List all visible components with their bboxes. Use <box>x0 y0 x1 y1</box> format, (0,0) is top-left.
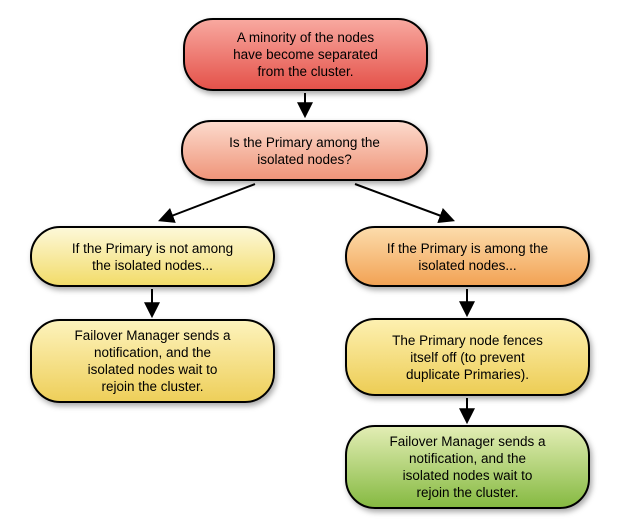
node-failover-notification-left-text: Failover Manager sends a notification, a… <box>74 328 231 394</box>
node-failover-notification-left: Failover Manager sends a notification, a… <box>30 319 275 403</box>
node-minority-separated-text: A minority of the nodes have become sepa… <box>233 30 378 79</box>
node-primary-among-text: If the Primary is among the isolated nod… <box>386 240 549 273</box>
node-primary-not-among-text: If the Primary is not among the isolated… <box>71 240 234 273</box>
node-primary-fences-itself-text: The Primary node fences itself off (to p… <box>392 332 543 382</box>
node-minority-separated: A minority of the nodes have become sepa… <box>183 18 428 91</box>
node-primary-fences-itself: The Primary node fences itself off (to p… <box>345 318 590 396</box>
arrow-question-to-among <box>354 183 456 224</box>
node-primary-among-question: Is the Primary among the isolated nodes? <box>181 120 428 181</box>
arrow-question-to-not-among <box>158 183 256 223</box>
node-primary-among-question-text: Is the Primary among the isolated nodes? <box>229 134 380 167</box>
node-failover-notification-right-text: Failover Manager sends a notification, a… <box>389 434 546 500</box>
node-failover-notification-right: Failover Manager sends a notification, a… <box>345 425 590 509</box>
node-primary-among: If the Primary is among the isolated nod… <box>345 226 590 287</box>
node-primary-not-among: If the Primary is not among the isolated… <box>30 226 275 287</box>
